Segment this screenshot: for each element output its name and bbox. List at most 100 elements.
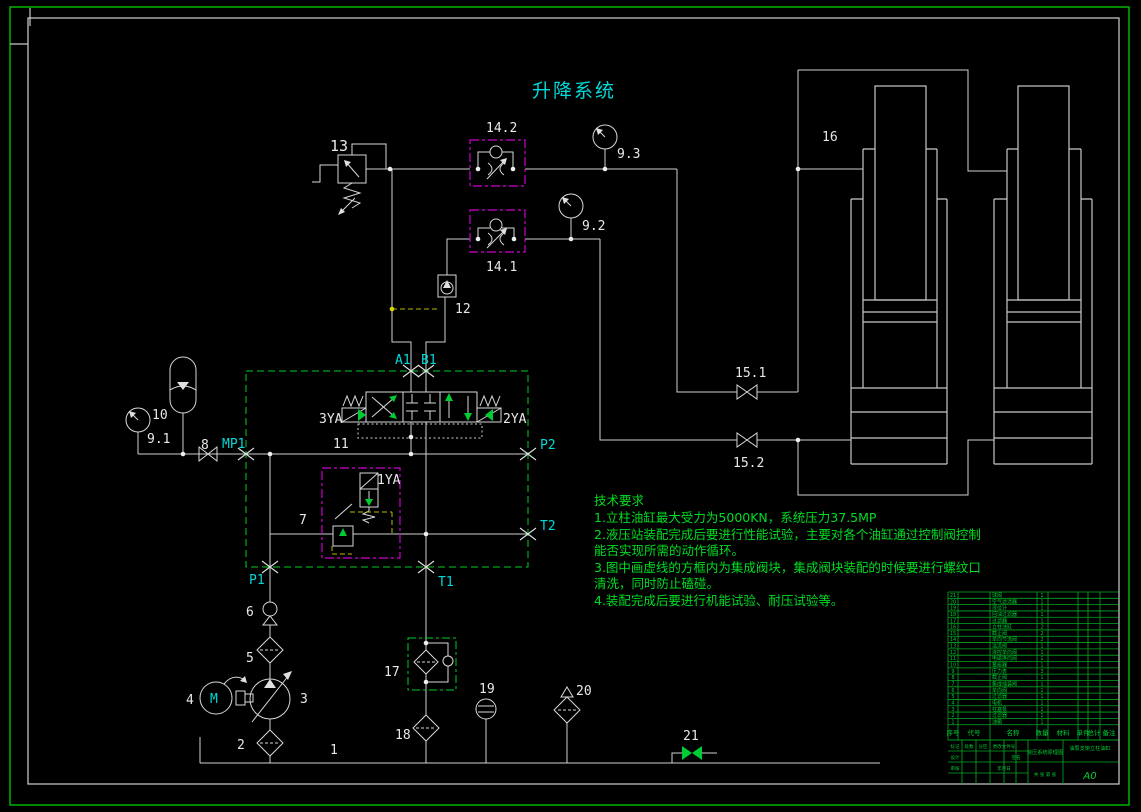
label-7: 7 bbox=[299, 513, 307, 528]
bom-row-no: 13 bbox=[950, 644, 956, 650]
telescopic-cylinder-right bbox=[994, 86, 1092, 464]
label-3: 3 bbox=[300, 692, 308, 707]
bom-row-qty: 2 bbox=[1040, 637, 1043, 643]
stamp-qianming: 签名 bbox=[1012, 754, 1021, 761]
bom-row-no: 6 bbox=[951, 688, 954, 694]
bom-row-no: 10 bbox=[950, 663, 956, 669]
port-p1: P1 bbox=[249, 573, 265, 588]
bom-header-cell: 序号 bbox=[947, 728, 961, 737]
accumulator-10 bbox=[170, 357, 196, 413]
port-p2: P2 bbox=[540, 438, 556, 453]
drawing-title-text: 升降系统 bbox=[532, 80, 616, 102]
pilot-check-valve-12 bbox=[392, 275, 456, 309]
stamp-chushu: 处数 bbox=[965, 743, 974, 750]
bom-row-no: 2 bbox=[951, 713, 954, 719]
throttle-check-valve-14-1 bbox=[470, 210, 525, 252]
pipe-junction-dot bbox=[603, 167, 608, 172]
pipe-junction-dot bbox=[511, 167, 516, 172]
tech-line-4: 3.图中画虚线的方框内为集成阀块，集成阀块装配的时候要进行螺纹口 bbox=[594, 560, 981, 575]
label-2: 2 bbox=[237, 738, 245, 753]
pump-3 bbox=[250, 671, 292, 722]
label-3ya: 3YA bbox=[319, 412, 343, 427]
outer-border bbox=[10, 7, 1129, 805]
bom-row-name: 空气滤清器 bbox=[992, 598, 1017, 605]
bom-row-no: 1 bbox=[951, 719, 954, 725]
return-filter-18 bbox=[413, 715, 439, 741]
bom-row-qty: 1 bbox=[1040, 656, 1043, 662]
bom-row-qty: 1 bbox=[1040, 599, 1043, 605]
pipe-junction-dot bbox=[796, 167, 801, 172]
bom-row-name: 回油过滤器 bbox=[992, 611, 1017, 618]
port-labels: A1 B1 MP1 P2 T2 T1 P1 bbox=[222, 353, 556, 590]
bom-header-cell: 备注 bbox=[1103, 728, 1117, 737]
label-11: 11 bbox=[333, 437, 349, 452]
label-19: 19 bbox=[479, 682, 495, 697]
bom-row-qty: 1 bbox=[1040, 688, 1043, 694]
bom-row-no: 11 bbox=[950, 656, 956, 662]
stamp-sheji: 设计 bbox=[951, 754, 960, 761]
bom-row-name: 蓄能器 bbox=[992, 662, 1007, 669]
label-5: 5 bbox=[246, 651, 254, 666]
titleblock-sheet-note: 共 张 第 张 bbox=[1034, 771, 1057, 778]
label-14-1: 14.1 bbox=[486, 260, 517, 275]
bom-row-qty: 1 bbox=[1040, 663, 1043, 669]
tech-line-2: 2.液压站装配完成后要进行性能试验，主要对各个油缸通过控制阀控制 bbox=[594, 527, 981, 542]
bom-row-qty: 1 bbox=[1040, 650, 1043, 656]
bom-table: 21球阀120空气滤清器119液位计118回油过滤器117过滤器116立柱油缸2… bbox=[947, 592, 1119, 740]
bom-header-cell: 材料 bbox=[1057, 728, 1071, 737]
port-markers bbox=[238, 365, 536, 573]
stamp-nianyueri: 年月日 bbox=[997, 765, 1011, 772]
bom-row-name: 溢流阀 bbox=[992, 643, 1007, 650]
label-9-1: 9.1 bbox=[147, 432, 170, 447]
label-13: 13 bbox=[330, 137, 348, 155]
bom-row-qty: 2 bbox=[1040, 625, 1043, 631]
filter-5 bbox=[257, 637, 283, 663]
pipe-junction-dot bbox=[181, 452, 186, 457]
pipe-junction-dot bbox=[569, 237, 574, 242]
bom-header-cell: 代号 bbox=[968, 728, 982, 737]
label-15-2: 15.2 bbox=[733, 456, 764, 471]
port-a1: A1 bbox=[395, 353, 411, 368]
titleblock-paper-size: A0 bbox=[1082, 771, 1096, 782]
bom-row-no: 15 bbox=[950, 631, 956, 637]
bom-row-no: 19 bbox=[950, 606, 956, 612]
label-21: 21 bbox=[683, 729, 699, 744]
bom-row-qty: 1 bbox=[1040, 700, 1043, 706]
bom-header-cell: 名称 bbox=[1007, 728, 1021, 737]
directional-valve-11 bbox=[342, 392, 501, 438]
tech-line-6: 4.装配完成后要进行机能试验、耐压试验等。 bbox=[594, 593, 843, 608]
bom-row-no: 14 bbox=[950, 637, 956, 643]
bom-row-no: 17 bbox=[950, 618, 956, 624]
bom-row-name: 电磁换向阀 bbox=[992, 655, 1017, 662]
stamp-gengggai: 更改文件号 bbox=[993, 743, 1016, 750]
label-8: 8 bbox=[201, 438, 209, 453]
inner-border bbox=[28, 18, 1119, 784]
bom-row-name: 球阀 bbox=[992, 592, 1002, 599]
label-10: 10 bbox=[152, 408, 168, 423]
relief-valve-13 bbox=[312, 144, 386, 215]
pipe-junction-dot bbox=[424, 641, 429, 646]
bom-row-name: 液位计 bbox=[992, 605, 1007, 612]
bom-row-name: 过滤器 bbox=[992, 712, 1007, 719]
bom-row-name: 集成插装阀 bbox=[992, 680, 1017, 687]
bom-row-qty: 1 bbox=[1040, 612, 1043, 618]
bom-row-name: 柱塞泵 bbox=[992, 706, 1007, 713]
drain-ball-valve-21 bbox=[682, 746, 702, 760]
port-mp1: MP1 bbox=[222, 437, 245, 452]
telescopic-cylinder-left bbox=[851, 86, 947, 464]
pipe-junction-dot bbox=[424, 532, 429, 537]
bom-row-qty: 1 bbox=[1040, 707, 1043, 713]
pressure-gauge-9-3 bbox=[593, 125, 617, 149]
bom-row-no: 16 bbox=[950, 625, 956, 631]
bom-header-cell: 总计 bbox=[1088, 728, 1102, 737]
bom-row-name: 单向阀 bbox=[992, 687, 1007, 694]
bom-row-qty: 1 bbox=[1040, 719, 1043, 725]
tech-line-5: 清洗，同时防止磕碰。 bbox=[594, 576, 719, 591]
bom-row-no: 21 bbox=[950, 593, 956, 599]
shutoff-valve-15-2 bbox=[737, 433, 757, 447]
label-14-2: 14.2 bbox=[486, 121, 517, 136]
bom-row-name: 压力表 bbox=[992, 668, 1007, 675]
bom-row-no: 3 bbox=[951, 707, 954, 713]
check-valve-6 bbox=[263, 602, 277, 625]
tech-line-1: 1.立柱油缸最大受力为5000KN，系统压力37.5MP bbox=[594, 510, 877, 525]
